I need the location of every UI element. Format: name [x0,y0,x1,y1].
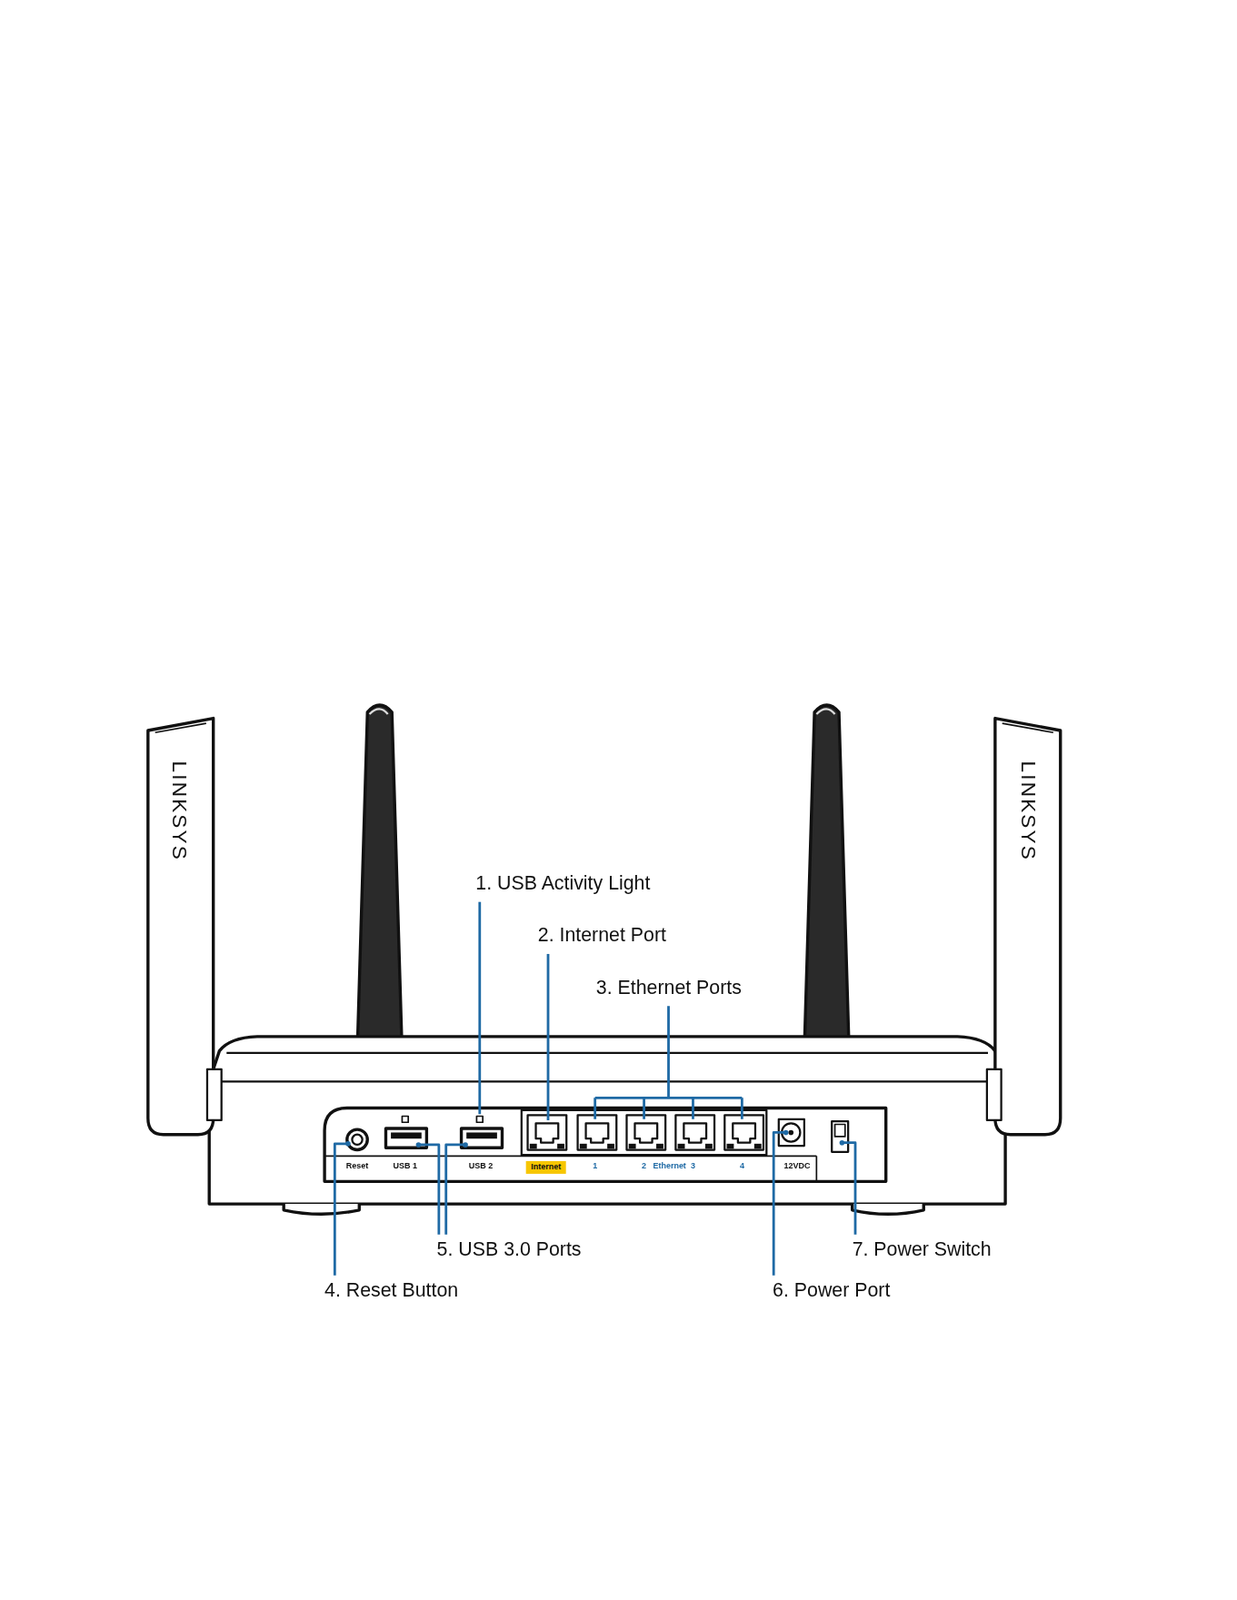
port-number: 4 [739,1162,745,1171]
callout-label: 3. Ethernet Ports [596,977,742,998]
callout-label: 6. Power Port [772,1280,890,1300]
port-label: 12VDC [784,1162,811,1171]
brand-mark: LINKSYS [1018,760,1039,862]
callout-label: 1. USB Activity Light [475,873,650,893]
port-label: Internet [526,1161,567,1174]
port-label: USB 2 [468,1162,493,1171]
callout-label: 7. Power Switch [852,1239,992,1259]
brand-mark: LINKSYS [169,760,190,862]
port-number: 2 [641,1162,647,1171]
callout-label: 5. USB 3.0 Ports [437,1239,582,1259]
port-label: Ethernet [652,1162,686,1171]
callout-label: 4. Reset Button [324,1280,459,1300]
port-label: Reset [346,1162,369,1171]
port-number: 3 [690,1162,696,1171]
port-number: 1 [592,1162,598,1171]
port-label: USB 1 [393,1162,418,1171]
callout-label: 2. Internet Port [538,926,667,946]
